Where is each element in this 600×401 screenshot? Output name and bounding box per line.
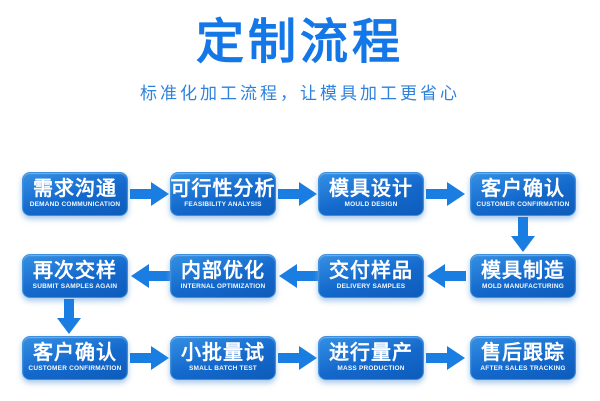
step-mass-production: 进行量产 MASS PRODUCTION [318,336,424,380]
arrow-left-icon [427,264,466,288]
step-label-en: CUSTOMER CONFIRMATION [476,201,570,209]
step-label-zh: 内部优化 [181,260,265,283]
step-label-en: MOULD DESIGN [344,201,398,209]
step-demand-communication: 需求沟通 DEMAND COMMUNICATION [22,172,128,216]
step-label-zh: 交付样品 [329,260,413,283]
arrow-right-icon [130,182,169,206]
step-label-en: SMALL BATCH TEST [189,365,257,373]
arrow-left-icon [131,264,170,288]
page-subtitle: 标准化加工流程，让模具加工更省心 [140,84,460,103]
step-submit-samples-again: 再次交样 SUBMIT SAMPLES AGAIN [22,254,128,298]
step-label-en: SUBMIT SAMPLES AGAIN [32,283,118,291]
step-label-en: MASS PRODUCTION [337,365,405,373]
step-feasibility-analysis: 可行性分析 FEASIBILITY ANALYSIS [170,172,276,216]
step-label-en: FEASIBILITY ANALYSIS [184,201,262,209]
step-label-en: DEMAND COMMUNICATION [29,201,121,209]
step-label-en: AFTER SALES TRACKING [480,365,566,373]
arrow-right-icon [426,182,465,206]
step-internal-optimization: 内部优化 INTERNAL OPTIMIZATION [170,254,276,298]
arrow-right-icon [278,346,317,370]
arrow-down-icon [57,299,81,334]
step-label-en: INTERNAL OPTIMIZATION [180,283,266,291]
arrow-left-icon [279,264,318,288]
step-after-sales-tracking: 售后跟踪 AFTER SALES TRACKING [470,336,576,380]
step-small-batch-test: 小批量试 SMALL BATCH TEST [170,336,276,380]
arrow-right-icon [278,182,317,206]
step-label-en: MOLD MANUFACTURING [482,283,564,291]
page-title: 定制流程 [195,16,404,69]
step-label-zh: 客户确认 [481,178,565,201]
arrow-right-icon [130,346,169,370]
step-label-zh: 模具设计 [329,178,413,201]
step-label-zh: 可行性分析 [170,178,276,201]
step-customer-confirmation-1: 客户确认 CUSTOMER CONFIRMATION [470,172,576,216]
step-mould-design: 模具设计 MOULD DESIGN [318,172,424,216]
step-label-zh: 客户确认 [33,342,117,365]
step-customer-confirmation-2: 客户确认 CUSTOMER CONFIRMATION [22,336,128,380]
arrow-right-icon [426,346,465,370]
step-label-zh: 小批量试 [181,342,265,365]
step-label-en: CUSTOMER CONFIRMATION [28,365,122,373]
step-label-zh: 再次交样 [33,260,117,283]
step-label-zh: 需求沟通 [33,178,117,201]
step-label-en: DELIVERY SAMPLES [336,283,406,291]
arrow-down-icon [511,217,535,252]
step-label-zh: 模具制造 [481,260,565,283]
step-label-zh: 售后跟踪 [481,342,565,365]
step-delivery-samples: 交付样品 DELIVERY SAMPLES [318,254,424,298]
step-mold-manufacturing: 模具制造 MOLD MANUFACTURING [470,254,576,298]
step-label-zh: 进行量产 [329,342,413,365]
